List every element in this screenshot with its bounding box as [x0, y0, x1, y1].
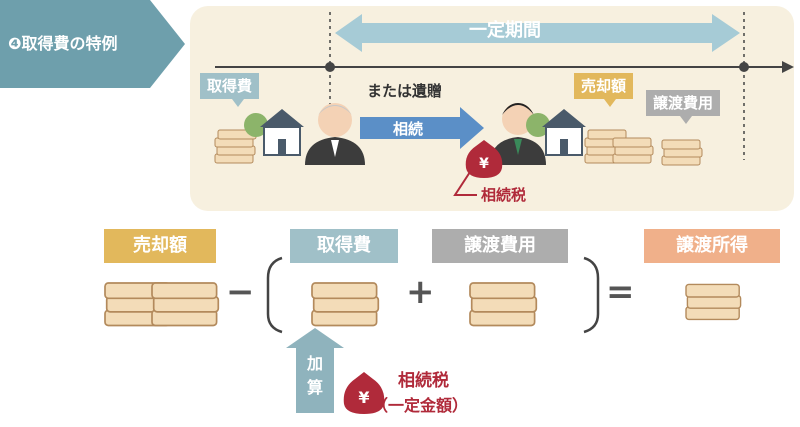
transfer-cost-label: 譲渡費用 [646, 90, 721, 116]
plus-operator: + [406, 272, 435, 312]
inheritance-tax-label: 相続税 [481, 186, 527, 204]
money-stack-icon [661, 139, 703, 166]
trans-label-tail [680, 116, 692, 124]
minus-operator: − [226, 272, 255, 312]
fixed-amount-note: （一定金額） [372, 396, 469, 415]
inheritance-arrow [360, 107, 484, 149]
right-bracket [583, 256, 600, 334]
heir-person-icon [490, 103, 546, 165]
timeline-arrowhead [782, 61, 794, 73]
section-title: ❹取得費の特例 [8, 34, 118, 53]
formula-transfer-cost: 譲渡費用 [432, 229, 568, 263]
period-label: 一定期間 [469, 20, 541, 41]
bequest-label: または遺贈 [367, 82, 443, 100]
tax-leader-line [453, 171, 477, 196]
money-bag-icon: ¥ [465, 140, 503, 178]
sale-label-tail [604, 99, 616, 107]
formula-transfer-income: 譲渡所得 [644, 229, 780, 263]
formula-acquisition-cost: 取得費 [290, 229, 398, 263]
acquisition-cost-label: 取得費 [200, 73, 260, 99]
equals-operator: = [606, 272, 635, 312]
money-stack-icon [311, 282, 380, 327]
formula-sale-price: 売却額 [104, 229, 216, 263]
acq-label-tail [232, 99, 244, 107]
addition-up-arrow [286, 328, 344, 413]
left-bracket [266, 256, 283, 334]
formula-inheritance-tax: 相続税 [398, 371, 449, 391]
inheritance-label: 相続 [393, 120, 424, 138]
money-stack-icon [685, 283, 742, 321]
timeline-point-start [325, 62, 335, 72]
money-bag-icon: ¥ [343, 372, 385, 414]
money-stack-icon [469, 282, 538, 327]
money-stack-icon [151, 282, 220, 327]
addition-label: 加算 [306, 354, 323, 397]
svg-text:¥: ¥ [479, 156, 489, 172]
section-tab [0, 0, 185, 88]
timeline-point-end [739, 62, 749, 72]
elderly-person-icon [305, 103, 365, 165]
house-icon [244, 109, 304, 156]
svg-text:¥: ¥ [358, 388, 369, 407]
sale-price-label: 売却額 [574, 73, 634, 99]
period-double-arrow [335, 14, 740, 52]
house-icon [526, 109, 586, 156]
money-stack-icon [584, 129, 654, 164]
